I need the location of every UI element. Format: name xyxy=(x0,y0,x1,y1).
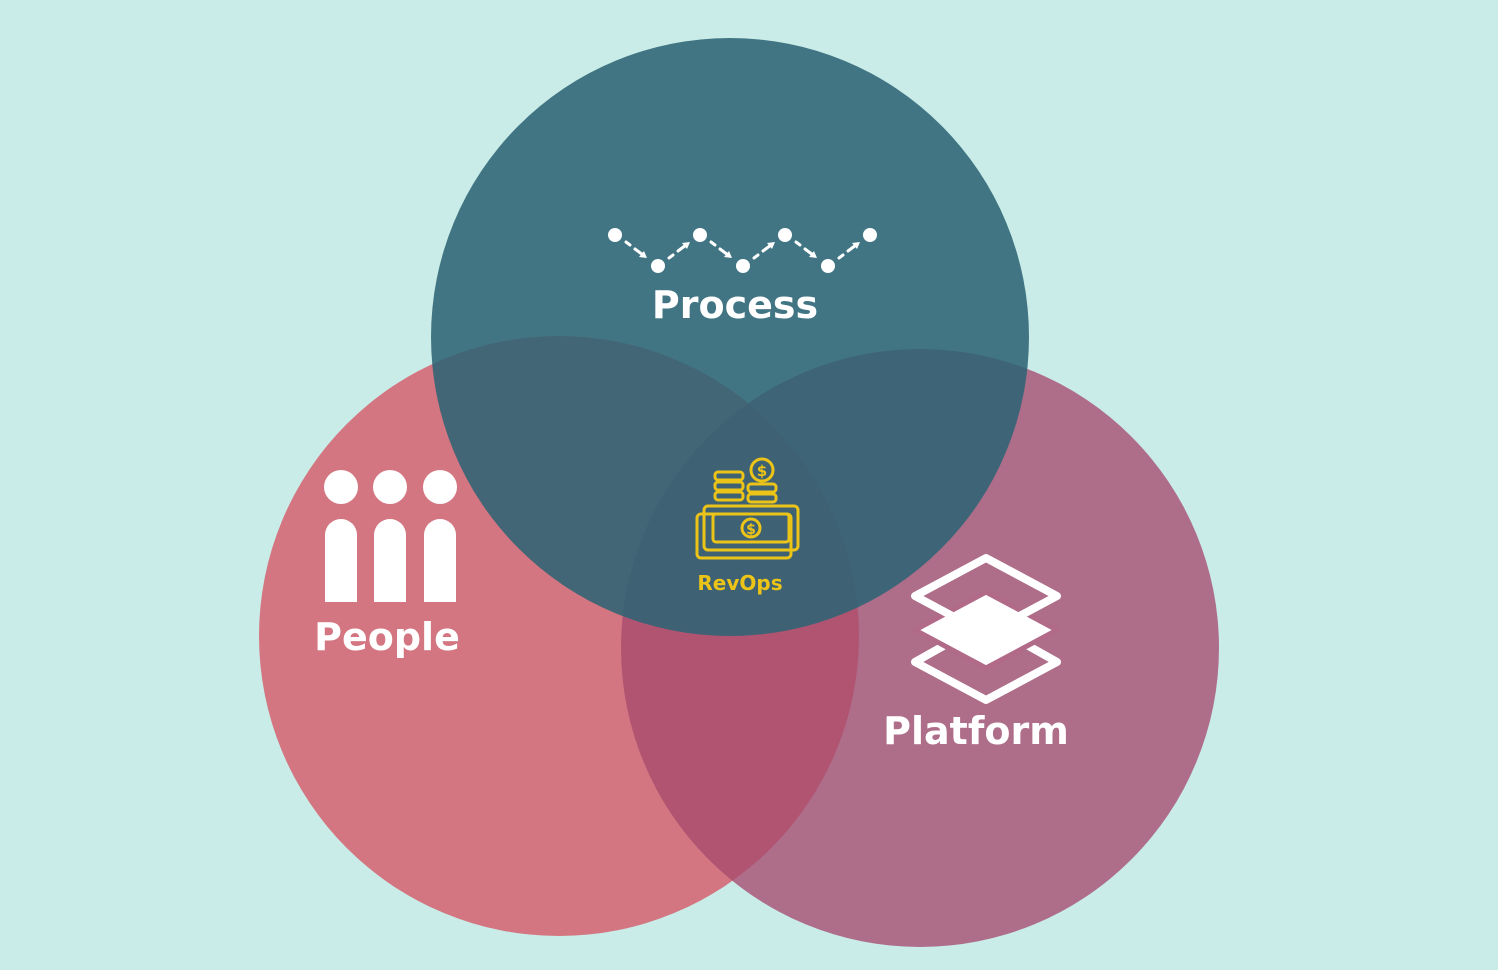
process-flow-icon xyxy=(608,228,877,273)
layers-icon xyxy=(911,554,1061,704)
people-label: People xyxy=(314,615,460,659)
process-label: Process xyxy=(652,283,818,327)
platform-label: Platform xyxy=(883,709,1069,753)
svg-text:$: $ xyxy=(757,462,767,480)
svg-text:$: $ xyxy=(746,522,756,538)
revops-label: RevOps xyxy=(697,571,782,595)
process-circle xyxy=(431,38,1029,636)
money-coins-icon: $ $ xyxy=(695,457,800,560)
people-icon xyxy=(324,470,457,602)
